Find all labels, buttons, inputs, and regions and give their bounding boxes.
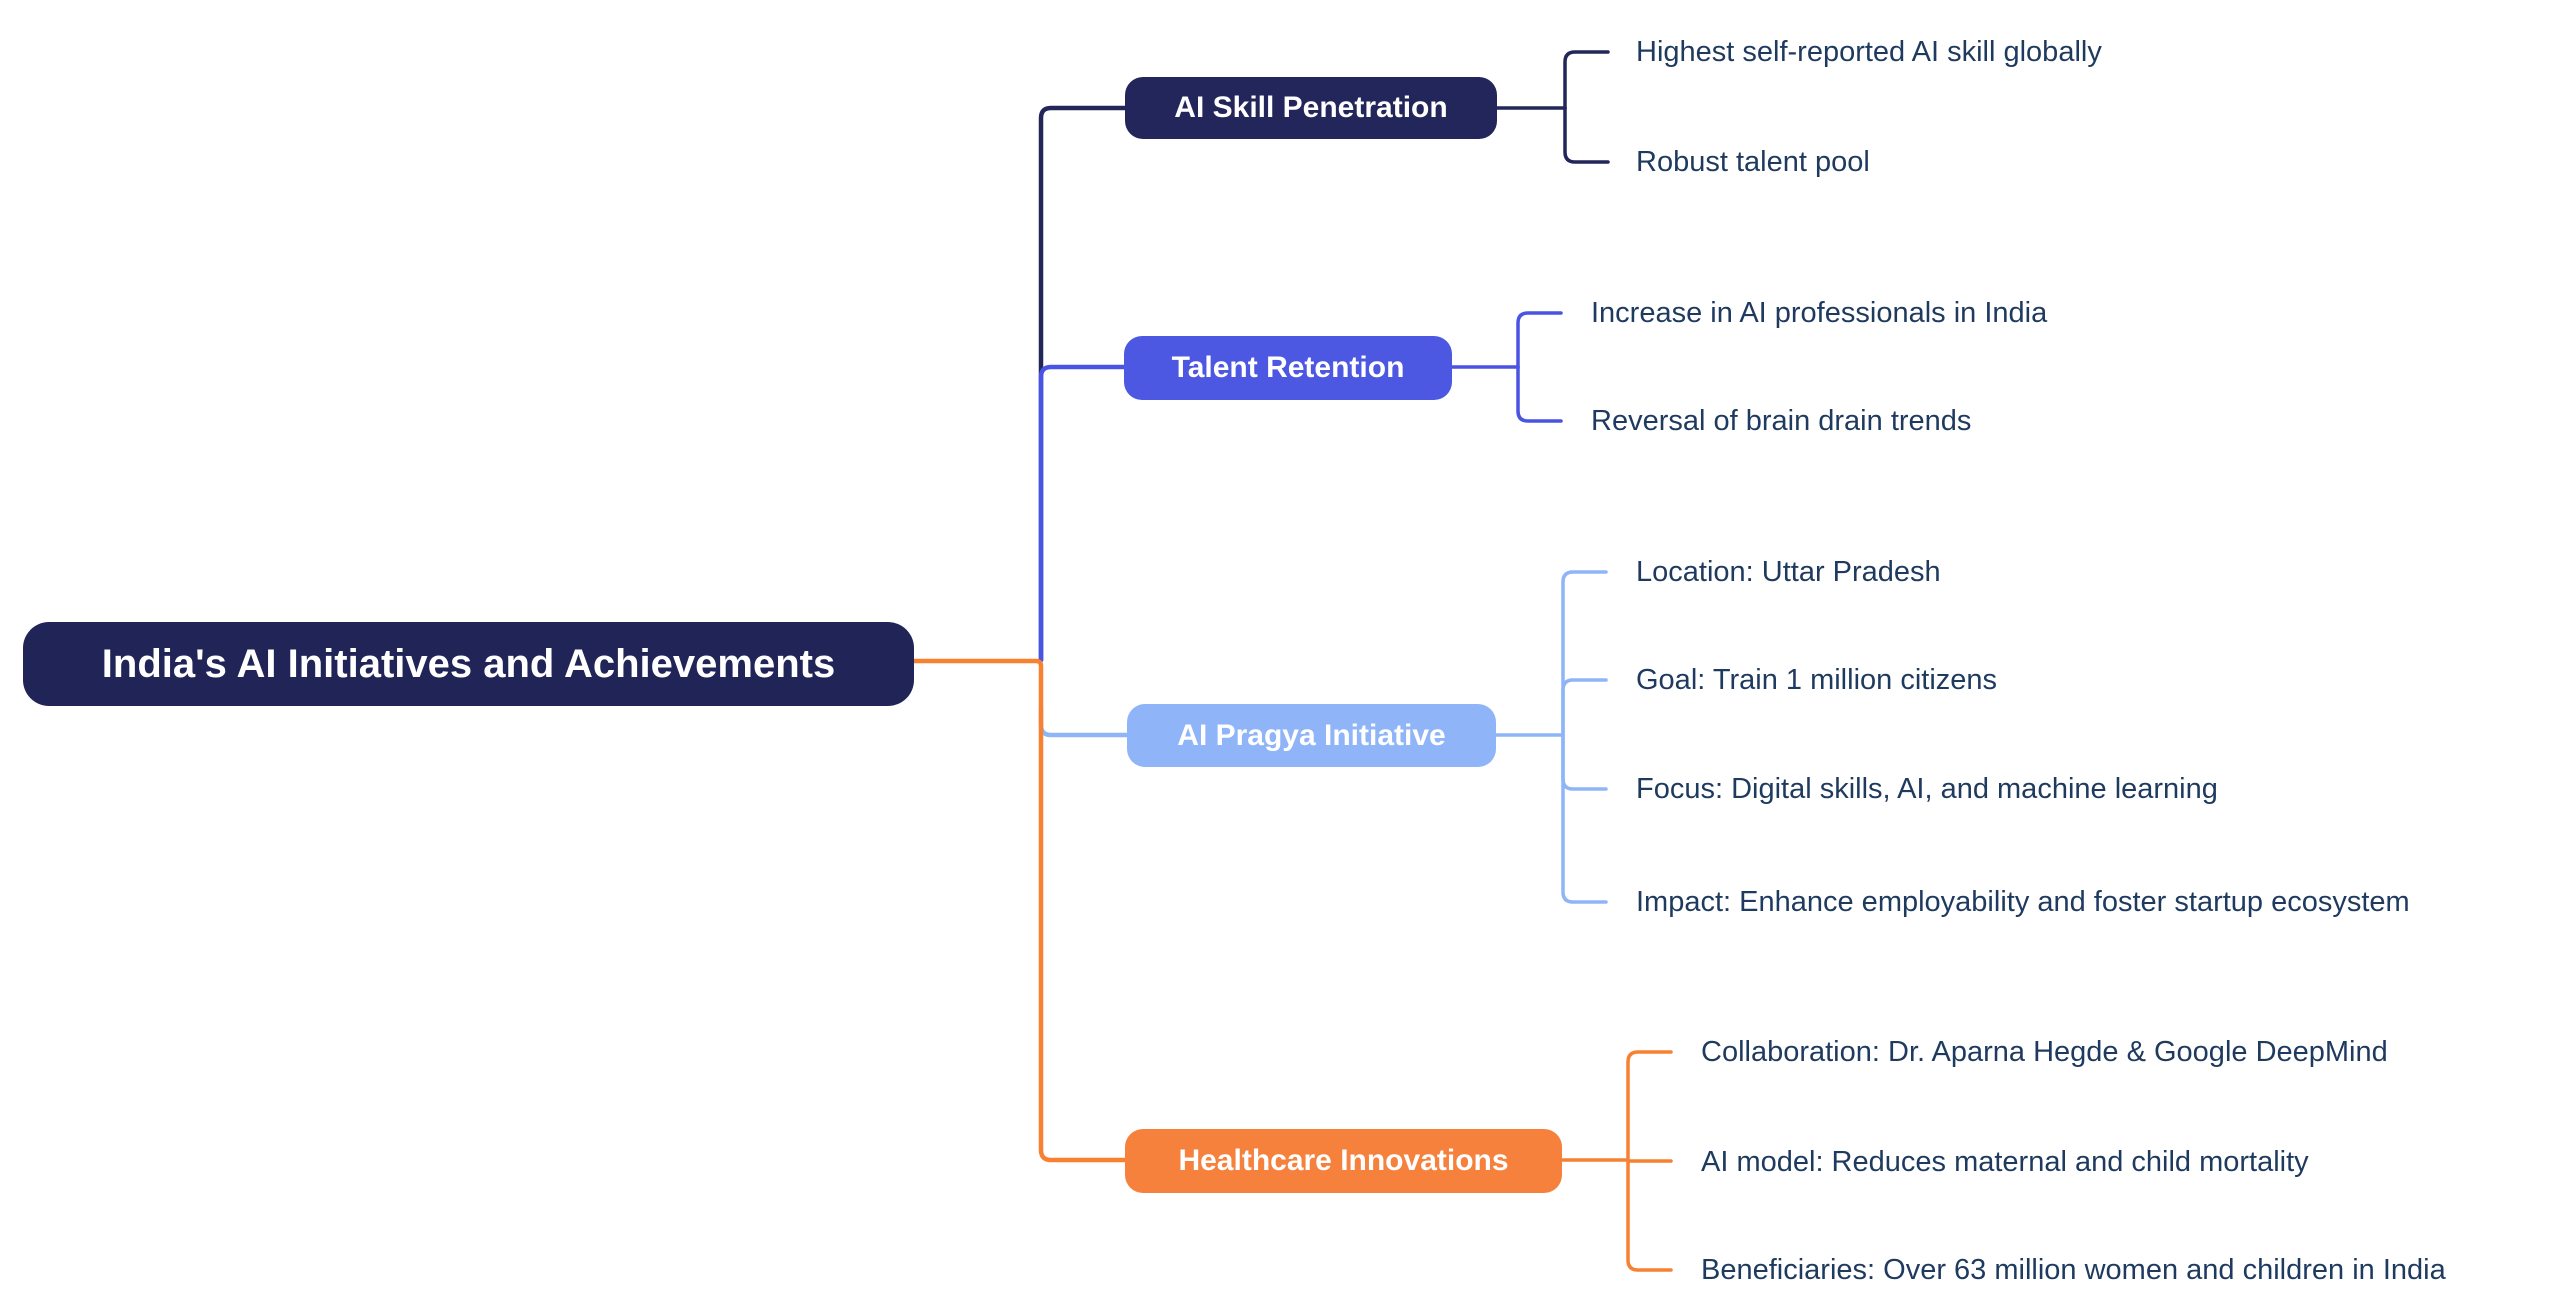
connector-leaf-increase-ai-professionals	[1516, 311, 1563, 369]
branch-node-healthcare-innovations[interactable]: Healthcare Innovations	[1125, 1129, 1562, 1193]
connector-leaf-collaboration	[1626, 1050, 1673, 1162]
leaf-collaboration-hegde-deepmind[interactable]: Collaboration: Dr. Aparna Hegde & Google…	[1701, 1036, 2388, 1068]
connector-leaf-focus	[1561, 733, 1608, 791]
root-node[interactable]: India's AI Initiatives and Achievements	[23, 622, 914, 706]
leaf-location-uttar-pradesh[interactable]: Location: Uttar Pradesh	[1636, 556, 1941, 588]
connector-leaf-beneficiaries	[1626, 1158, 1673, 1272]
leaf-impact-employability[interactable]: Impact: Enhance employability and foster…	[1636, 886, 2410, 918]
connector-leaf-reversal-brain-drain	[1516, 365, 1563, 423]
link-root-to-talent-retention	[1038, 364, 1127, 663]
leaf-goal-train-1-million[interactable]: Goal: Train 1 million citizens	[1636, 664, 1998, 696]
link-root-to-healthcare-innovations	[911, 658, 1128, 1163]
leaf-focus-digital-skills[interactable]: Focus: Digital skills, AI, and machine l…	[1636, 773, 2218, 805]
link-root-to-ai-pragya-initiative	[1038, 705, 1130, 738]
branch-node-ai-pragya-initiative[interactable]: AI Pragya Initiative	[1127, 704, 1496, 767]
leaf-beneficiaries-63-million[interactable]: Beneficiaries: Over 63 million women and…	[1701, 1254, 2446, 1286]
connector-leaf-robust-talent-pool	[1563, 106, 1610, 164]
leaf-ai-model-mortality[interactable]: AI model: Reduces maternal and child mor…	[1701, 1146, 2309, 1178]
leaf-robust-talent-pool[interactable]: Robust talent pool	[1636, 146, 1870, 178]
branch-node-talent-retention[interactable]: Talent Retention	[1124, 336, 1452, 400]
connector-leaf-goal	[1561, 678, 1608, 737]
connector-leaf-impact	[1561, 733, 1608, 904]
leaf-increase-in-ai-professionals[interactable]: Increase in AI professionals in India	[1591, 297, 2048, 329]
leaf-reversal-of-brain-drain[interactable]: Reversal of brain drain trends	[1591, 405, 1972, 437]
branch-node-ai-skill-penetration[interactable]: AI Skill Penetration	[1125, 77, 1497, 139]
connector-leaf-location	[1561, 570, 1608, 737]
connector-leaf-highest-self-reported	[1563, 50, 1610, 110]
link-root-to-ai-skill-penetration	[1038, 105, 1128, 663]
leaf-highest-self-reported-ai-skill[interactable]: Highest self-reported AI skill globally	[1636, 36, 2102, 68]
